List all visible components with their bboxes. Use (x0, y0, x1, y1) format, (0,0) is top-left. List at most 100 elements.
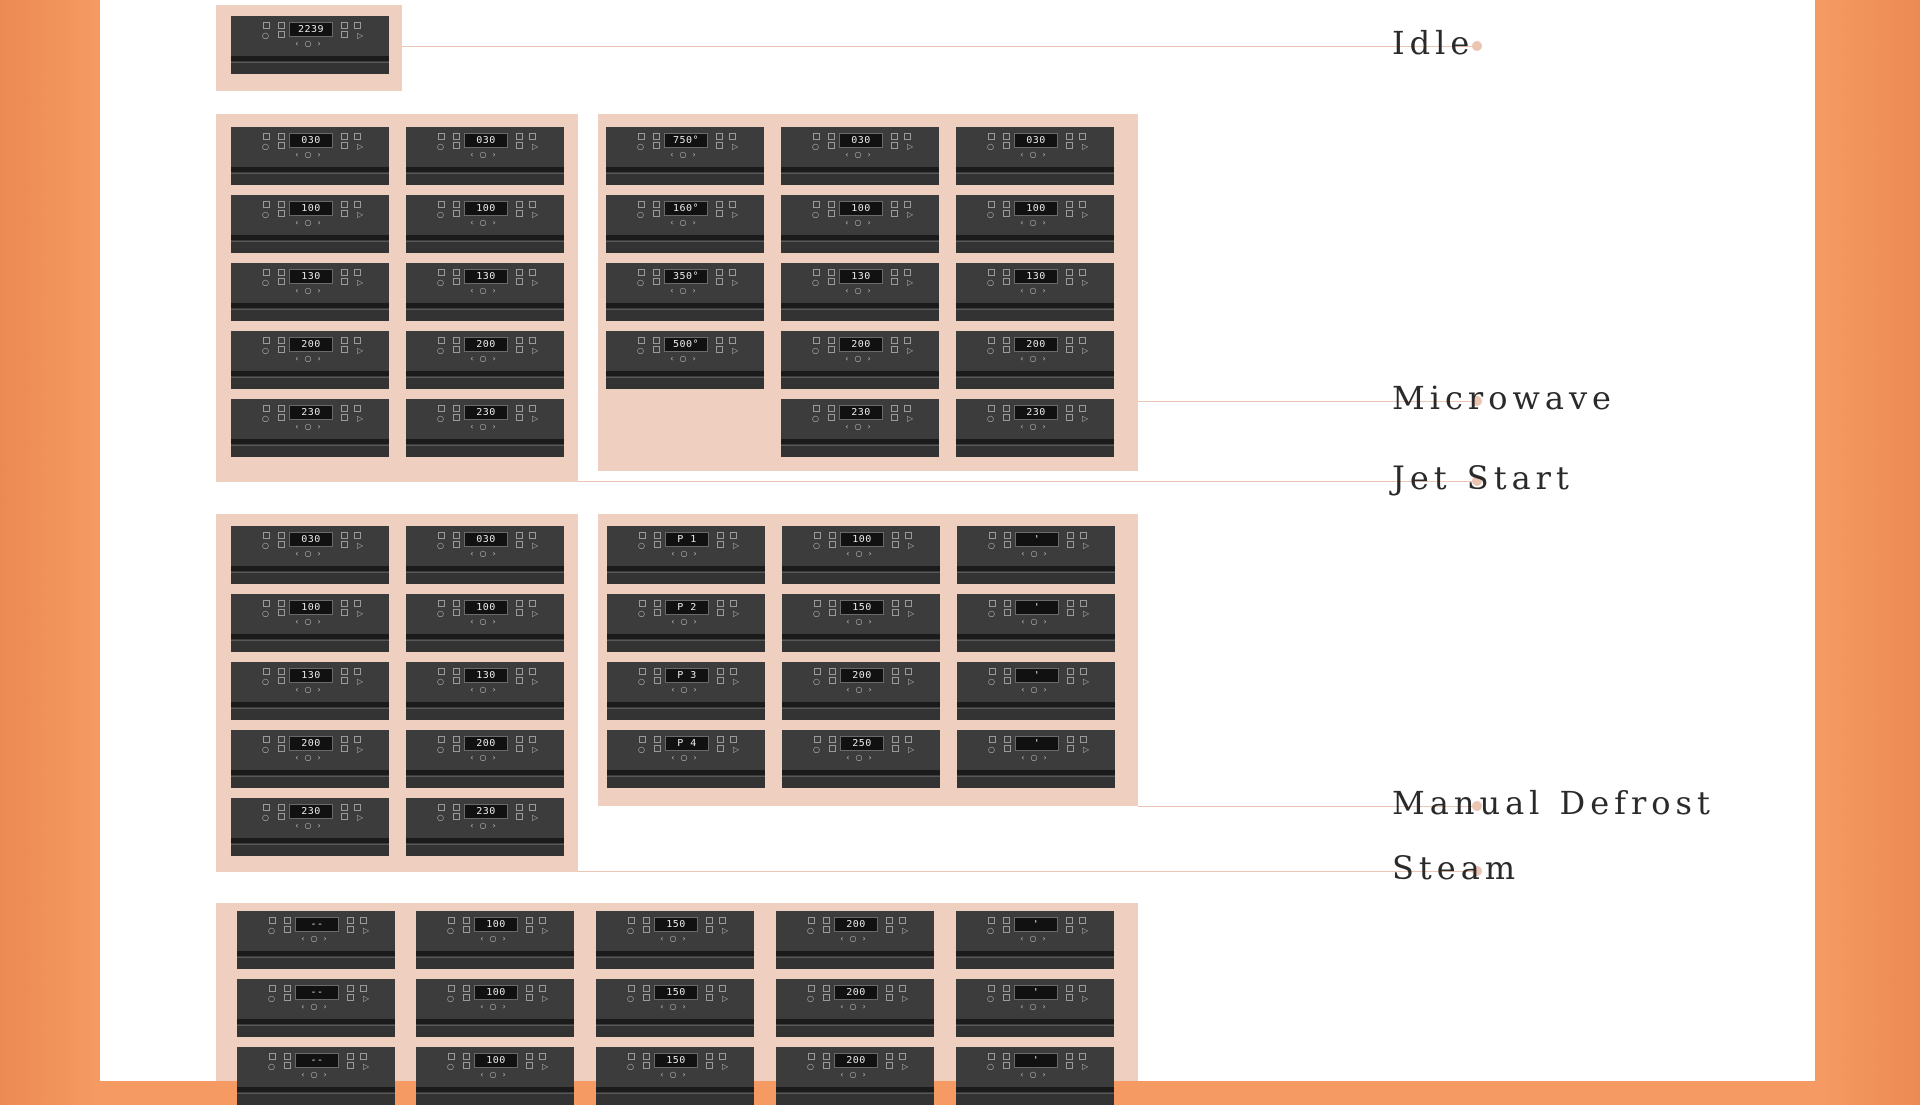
start-icon: ▷ (733, 677, 740, 686)
nav-arrows-icon: ‹○› (846, 685, 878, 694)
panel-key-icon (716, 269, 723, 276)
panel-base (596, 958, 754, 969)
panel-rail (606, 303, 764, 308)
panel-rail (776, 1087, 934, 1092)
panel-key-icon (729, 337, 736, 344)
panel-key-icon (1066, 269, 1073, 276)
panel-rail (231, 566, 389, 571)
nav-arrows-icon: ‹○› (295, 685, 327, 694)
power-icon: ○ (987, 278, 994, 287)
panel-key-icon (1066, 133, 1073, 140)
oven-control-panel: ○▷200‹○› (781, 331, 939, 389)
oven-control-panel: ○▷200‹○› (231, 331, 389, 389)
oven-control-panel: ○▷150‹○› (782, 594, 940, 652)
panel-key-icon (341, 278, 348, 285)
panel-key-icon (730, 668, 737, 675)
panel-key-icon (828, 346, 835, 353)
power-icon: ○ (627, 926, 634, 935)
nav-arrows-icon: ‹○› (1021, 549, 1053, 558)
power-icon: ○ (437, 210, 444, 219)
panel-base (782, 641, 940, 652)
panel-rail (237, 951, 395, 956)
panel-base (416, 1026, 574, 1037)
display-value: 200 (846, 987, 866, 998)
oven-control-panel: ○▷130‹○› (781, 263, 939, 321)
start-icon: ▷ (357, 609, 364, 618)
panel-key-icon (341, 414, 348, 421)
start-icon: ▷ (532, 414, 539, 423)
power-icon: ○ (262, 142, 269, 151)
panel-key-icon (453, 745, 460, 752)
panel-key-icon (729, 133, 736, 140)
panel-rail (782, 634, 940, 639)
panel-key-icon (438, 736, 445, 743)
display-screen (289, 405, 333, 420)
display-value: 2239 (297, 24, 325, 35)
panel-key-icon (813, 405, 820, 412)
oven-control-panel: ○▷230‹○› (406, 798, 564, 856)
panel-key-icon (347, 985, 354, 992)
panel-rail (406, 439, 564, 444)
panel-key-icon (341, 337, 348, 344)
panel-key-icon (886, 994, 893, 1001)
nav-arrows-icon: ‹○› (660, 1002, 692, 1011)
panel-rail (776, 1019, 934, 1024)
display-value: 130 (476, 670, 496, 681)
panel-key-icon (263, 269, 270, 276)
panel-key-icon (448, 1053, 455, 1060)
panel-key-icon (823, 917, 830, 924)
display-screen (1014, 985, 1058, 1000)
nav-arrows-icon: ‹○› (1020, 286, 1052, 295)
panel-key-icon (278, 346, 285, 353)
oven-control-panel: ○▷230‹○› (406, 399, 564, 457)
panel-key-icon (354, 600, 361, 607)
panel-rail-highlight (406, 173, 564, 174)
oven-control-panel: ○▷200‹○› (956, 331, 1114, 389)
panel-rail (231, 235, 389, 240)
oven-control-panel: ○▷350°‹○› (606, 263, 764, 321)
display-screen (464, 532, 508, 547)
start-icon: ▷ (907, 346, 914, 355)
panel-key-icon (891, 414, 898, 421)
panel-key-icon (341, 668, 348, 675)
panel-base (406, 446, 564, 457)
panel-rail-highlight (956, 241, 1114, 242)
nav-arrows-icon: ‹○› (845, 150, 877, 159)
power-icon: ○ (262, 210, 269, 219)
panel-base (607, 641, 765, 652)
panel-key-icon (1004, 600, 1011, 607)
panel-rail (956, 1019, 1114, 1024)
start-icon: ▷ (357, 278, 364, 287)
panel-key-icon (989, 736, 996, 743)
panel-key-icon (278, 804, 285, 811)
panel-rail-highlight (957, 708, 1115, 709)
power-icon: ○ (813, 677, 820, 686)
panel-key-icon (653, 337, 660, 344)
panel-key-icon (453, 142, 460, 149)
panel-rail-highlight (231, 776, 389, 777)
panel-base (607, 709, 765, 720)
start-icon: ▷ (722, 926, 729, 935)
panel-key-icon (263, 133, 270, 140)
panel-rail-highlight (782, 776, 940, 777)
start-icon: ▷ (532, 142, 539, 151)
panel-key-icon (278, 541, 285, 548)
panel-key-icon (717, 745, 724, 752)
panel-key-icon (814, 600, 821, 607)
panel-rail (406, 235, 564, 240)
panel-key-icon (453, 405, 460, 412)
start-icon: ▷ (722, 1062, 729, 1071)
panel-key-icon (360, 917, 367, 924)
power-icon: ○ (812, 414, 819, 423)
power-icon: ○ (988, 677, 995, 686)
display-value: 250 (852, 738, 872, 749)
panel-key-icon (1079, 917, 1086, 924)
panel-key-icon (808, 985, 815, 992)
oven-control-panel: ○▷--‹○› (237, 979, 395, 1037)
power-icon: ○ (812, 278, 819, 287)
panel-key-icon (1003, 142, 1010, 149)
power-icon: ○ (437, 813, 444, 822)
panel-key-icon (717, 600, 724, 607)
panel-key-icon (516, 813, 523, 820)
panel-key-icon (516, 600, 523, 607)
